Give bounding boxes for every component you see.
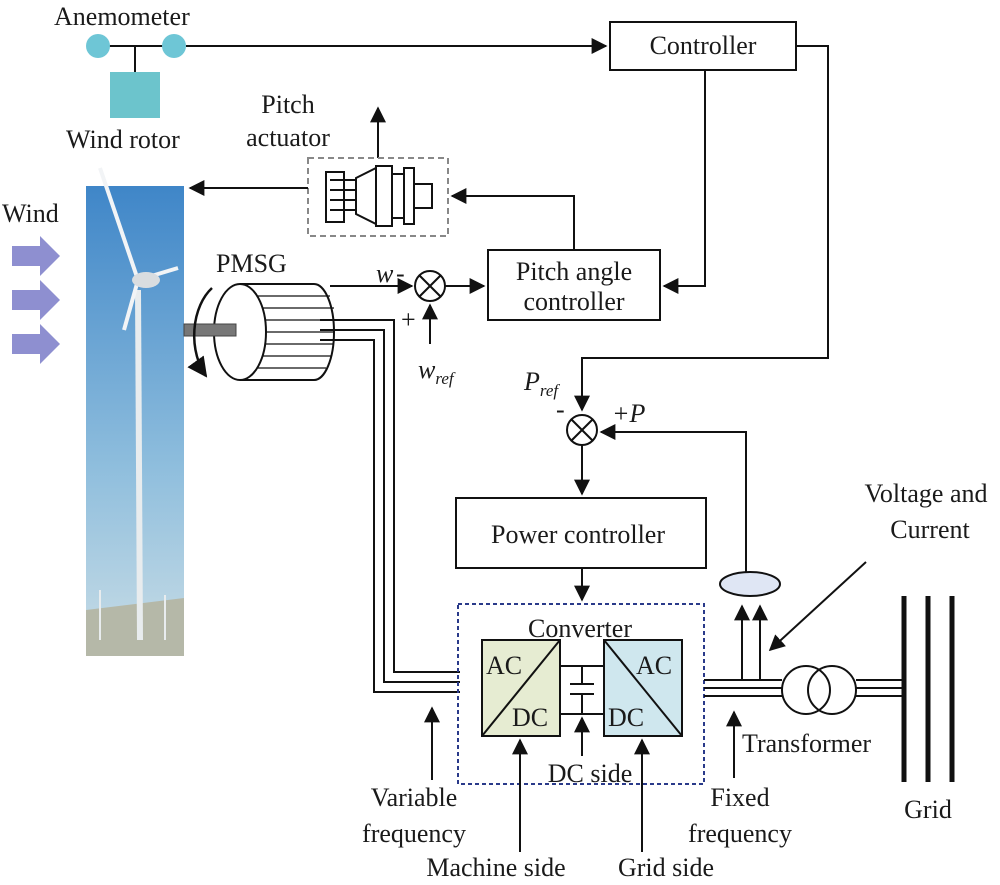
machine-side-three-phase-line — [320, 319, 460, 693]
wind-arrow-1 — [12, 236, 60, 276]
wind-rotor-block — [110, 72, 160, 118]
pitch-controller-to-actuator-line — [450, 188, 575, 250]
rectifier-dc-label: DC — [512, 703, 548, 732]
wind-rotor-label: Wind rotor — [66, 125, 180, 154]
variable-frequency-label-line2: frequency — [362, 819, 466, 848]
controller-to-pref-line — [574, 45, 829, 412]
pitch-angle-controller-label-line1: Pitch angle — [516, 257, 632, 286]
p-minus-sign: - — [556, 395, 565, 424]
pitch-actuator-label-line1: Pitch — [261, 90, 314, 119]
dc-side-label: DC side — [548, 759, 633, 788]
transformer-label: Transformer — [742, 729, 871, 758]
pmsg-shaft — [183, 323, 237, 337]
variable-frequency-label-line1: Variable — [371, 783, 458, 812]
inverter-dc-label: DC — [608, 703, 644, 732]
w-label: w — [376, 259, 394, 288]
converter-label: Converter — [528, 614, 632, 643]
grid-label: Grid — [904, 795, 952, 824]
anemometer-cup-left — [86, 34, 110, 58]
pitch-angle-controller-box — [487, 249, 661, 321]
dc-link-capacitor — [560, 665, 604, 715]
fixed-frequency-label-line1: Fixed — [710, 783, 769, 812]
w-plus-sign: + — [401, 305, 416, 334]
wind-arrow-3 — [12, 324, 60, 364]
wind-arrows — [12, 236, 60, 364]
pitch-actuator-label-line2: actuator — [246, 123, 330, 152]
fixed-frequency-label-line2: frequency — [688, 819, 792, 848]
power-summing-junction — [566, 414, 598, 446]
w-minus-sign: - — [396, 259, 405, 288]
pitch-angle-controller-label-line2: controller — [523, 287, 624, 316]
power-feedback-line — [599, 424, 747, 572]
wref-label: wref — [418, 355, 456, 388]
anemometer — [86, 34, 186, 118]
pmsg-label: PMSG — [216, 249, 287, 278]
voltage-current-label-line1: Voltage and — [865, 479, 988, 508]
voltage-current-sensor — [719, 571, 781, 680]
inverter-ac-label: AC — [636, 651, 672, 680]
voltage-current-pointer — [768, 561, 867, 652]
grid-side-three-phase-line — [704, 679, 902, 697]
voltage-current-label-line2: Current — [890, 515, 970, 544]
power-controller-label: Power controller — [491, 520, 665, 549]
controller-label: Controller — [650, 31, 757, 60]
converter-box — [457, 603, 705, 785]
pitch-actuator-symbol — [325, 165, 433, 227]
wind-label: Wind — [2, 199, 59, 228]
pref-label: Pref — [523, 367, 560, 400]
ac-dc-inverter — [603, 639, 683, 737]
pmsg-generator — [183, 283, 335, 381]
anemometer-cup-right — [162, 34, 186, 58]
power-controller-box — [455, 497, 707, 569]
wind-turbine-photo — [86, 167, 184, 656]
controller-box — [609, 21, 797, 71]
rectifier-ac-label: AC — [486, 651, 522, 680]
transformer — [781, 665, 857, 715]
p-plus-label: +P — [612, 399, 646, 428]
controller-to-pitch-controller-line — [662, 70, 706, 294]
anemometer-label: Anemometer — [54, 2, 190, 31]
grid-side-label: Grid side — [618, 853, 714, 882]
pitch-actuator-box — [307, 157, 449, 237]
machine-side-label: Machine side — [426, 853, 565, 882]
speed-summing-junction — [414, 270, 446, 302]
grid-busbars — [901, 596, 955, 782]
wind-arrow-2 — [12, 280, 60, 320]
ac-dc-rectifier — [481, 639, 561, 737]
